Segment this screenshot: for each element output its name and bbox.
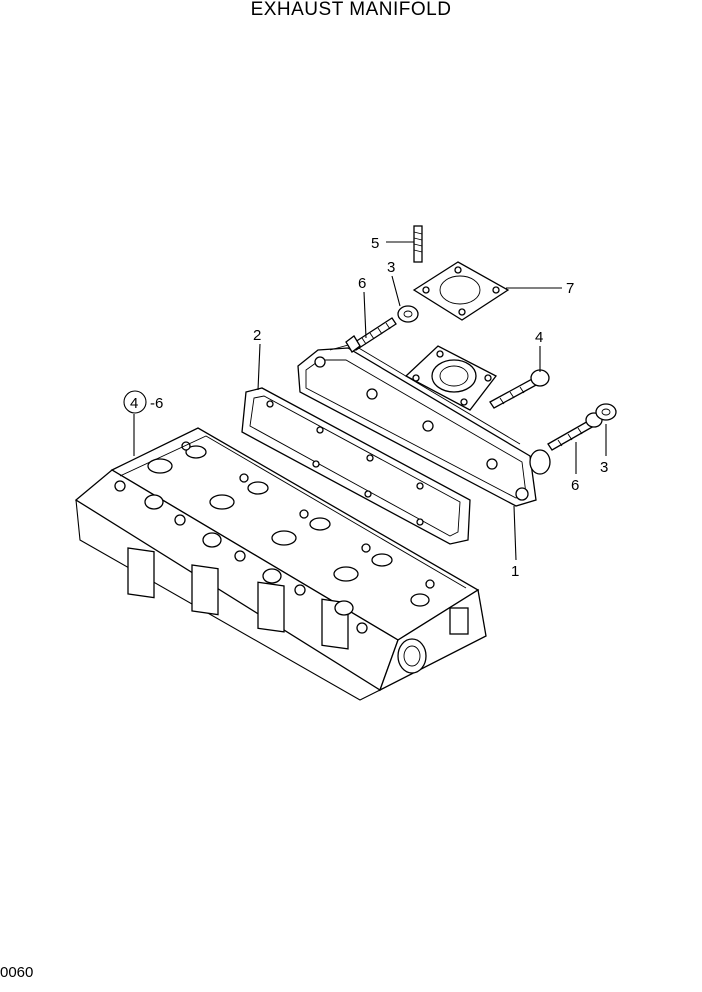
callout-5: 5 <box>371 235 379 252</box>
callout-2: 2 <box>253 327 261 344</box>
callout-7: 7 <box>566 280 574 297</box>
page-code: 0060 <box>0 964 34 981</box>
bolt-upper <box>345 317 397 353</box>
callout-1: 1 <box>511 563 519 580</box>
diagram-title: EXHAUST MANIFOLD <box>250 0 452 20</box>
exhaust-manifold <box>297 343 551 507</box>
manifold-gasket <box>241 387 471 545</box>
callout-3-upper: 3 <box>387 259 395 276</box>
bolt-lower <box>547 412 603 451</box>
bolt-4 <box>489 369 550 409</box>
callout-4-suffix: -6 <box>150 395 163 412</box>
callout-circle <box>123 390 147 414</box>
callout-6-lower: 6 <box>571 477 579 494</box>
callout-4: 4 <box>535 329 543 346</box>
callout-6-upper: 6 <box>358 275 366 292</box>
cylinder-head <box>74 427 487 701</box>
outlet-gasket <box>412 261 510 321</box>
nut-lower <box>595 403 617 421</box>
nut-upper <box>397 305 419 323</box>
callout-3-lower: 3 <box>600 459 608 476</box>
leader-lines <box>133 241 607 561</box>
stud <box>413 225 423 263</box>
callout-labels: 5 3 7 6 2 4 3 6 1 4 -6 <box>123 235 608 580</box>
callout-4-circled: 4 <box>130 395 138 412</box>
